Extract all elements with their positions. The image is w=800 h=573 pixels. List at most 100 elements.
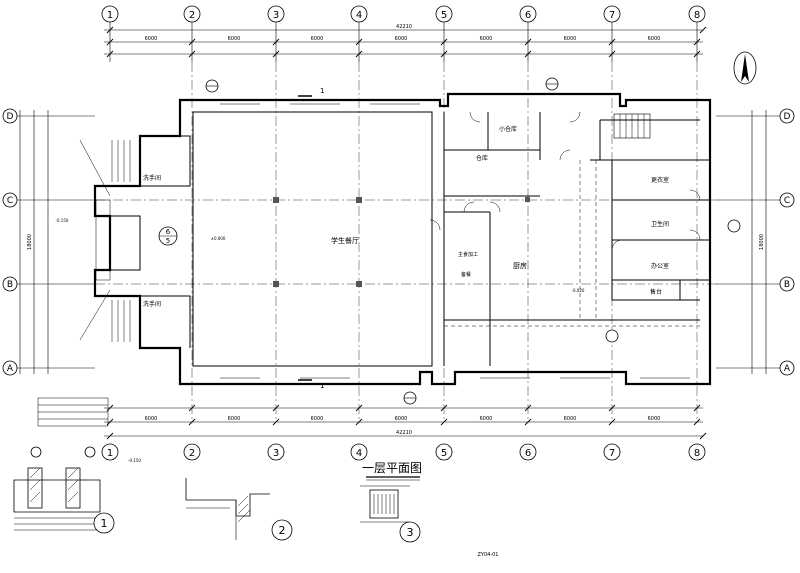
room-label-locker: 更衣室	[651, 176, 669, 184]
room-label-hall: 学生餐厅	[331, 236, 359, 245]
svg-text:2: 2	[189, 10, 195, 21]
room-label-wash-bottom: 洗手间	[143, 300, 161, 308]
section-cut-label-bottom: 1	[320, 382, 324, 390]
axis-bubble-right-A: A	[779, 360, 795, 376]
detail-1-index-bubble-a	[30, 446, 42, 458]
axis-bubble-bottom-1: 1	[101, 443, 119, 461]
room-label-counter: 售台	[650, 288, 662, 296]
axis-bubble-left-D: D	[2, 108, 18, 124]
section-markers: 1 1 6 5	[158, 77, 741, 405]
bay-dim-bottom-7: 6000	[648, 416, 661, 422]
drawing-title: 一层平面图	[362, 461, 422, 475]
right-axis-column: D C B A 18000	[716, 108, 795, 376]
svg-text:1: 1	[107, 448, 113, 459]
bay-dim-top-6: 6000	[564, 36, 577, 42]
svg-text:B: B	[7, 280, 13, 290]
room-label-toilet: 卫生间	[651, 220, 669, 228]
detail-2: 2	[185, 478, 293, 541]
stair-treads-left	[79, 139, 131, 342]
bay-dim-bottom-4: 6000	[395, 416, 408, 422]
svg-text:4: 4	[356, 448, 362, 459]
axis-bubble-top-5: 5	[435, 5, 453, 23]
index-marker-topleft	[205, 79, 219, 93]
detail-1-elevation: -0.150	[128, 458, 141, 463]
svg-text:5: 5	[441, 448, 447, 459]
svg-text:4: 4	[356, 10, 362, 21]
svg-text:8: 8	[694, 448, 700, 459]
detail-2-bubble: 2	[271, 519, 293, 541]
axis-bubble-top-3: 3	[267, 5, 285, 23]
left-axis-column: D C B A 18000	[2, 108, 95, 376]
index-marker-hall: 6 5	[158, 226, 178, 246]
room-label-prep-top: 主食加工	[458, 251, 478, 258]
svg-text:C: C	[7, 196, 13, 206]
svg-text:5: 5	[441, 10, 447, 21]
bottom-dimension-lines: 6000 6000 6000 6000 6000 6000 6000 42210	[104, 404, 707, 440]
level-marks: ±0.000 -0.150 -0.020	[56, 218, 585, 293]
axis-bubble-top-6: 6	[519, 5, 537, 23]
svg-text:2: 2	[279, 524, 286, 537]
svg-text:3: 3	[407, 526, 414, 539]
axis-bubble-bottom-5: 5	[435, 443, 453, 461]
room-label-prep-bottom: 备餐	[461, 271, 471, 278]
detail-1: 1 -0.150	[13, 397, 141, 534]
svg-text:3: 3	[273, 448, 279, 459]
svg-text:6: 6	[525, 10, 531, 21]
room-label-office: 办公室	[651, 262, 669, 270]
axis-bubble-top-2: 2	[183, 5, 201, 23]
axis-bubble-bottom-8: 8	[688, 443, 706, 461]
bay-dim-top-7: 6000	[648, 36, 661, 42]
axis-bubble-right-B: B	[779, 276, 795, 292]
axis-bubble-left-B: B	[2, 276, 18, 292]
axis-bubble-right-C: C	[779, 192, 795, 208]
axis-bubble-left-A: A	[2, 360, 18, 376]
detail-1-bubble: 1	[93, 512, 115, 534]
bay-dim-top-2: 6000	[228, 36, 241, 42]
section-cut-label-top: 1	[320, 87, 324, 95]
axis-bubble-bottom-7: 7	[603, 443, 621, 461]
room-label-wash-top: 洗手间	[143, 174, 161, 182]
detail-3-bubble: 3	[399, 521, 421, 543]
axis-bubble-top-4: 4	[350, 5, 368, 23]
window-openings	[220, 103, 690, 379]
bay-dim-bottom-3: 6000	[311, 416, 324, 422]
svg-text:D: D	[784, 112, 791, 122]
index-marker-bottom	[403, 391, 417, 405]
structural-columns	[273, 197, 530, 287]
index-marker-right	[727, 219, 741, 233]
svg-text:2: 2	[189, 448, 195, 459]
axis-bubble-left-C: C	[2, 192, 18, 208]
room-labels: 学生餐厅 厨房 洗手间 洗手间 小仓库 仓库 更衣室 卫生间 办公室 售台 主食…	[143, 125, 669, 308]
axis-bubble-right-D: D	[779, 108, 795, 124]
drawing-title-block: 一层平面图 ZY04-01	[362, 461, 499, 558]
room-label-kitchen: 厨房	[513, 261, 527, 270]
top-dimension-lines: 42210 6000 6000 6000 6000 6000 6000 6000	[104, 22, 707, 62]
overall-dim-top: 42210	[396, 24, 412, 30]
north-arrow-icon	[733, 51, 757, 85]
svg-text:3: 3	[273, 10, 279, 21]
building-walls	[93, 92, 712, 386]
svg-text:5: 5	[166, 237, 170, 245]
left-overall-dim: 18000	[27, 234, 33, 250]
svg-text:C: C	[784, 196, 790, 206]
svg-text:A: A	[7, 364, 14, 374]
level-hall: ±0.000	[211, 236, 226, 241]
axis-bubble-bottom-6: 6	[519, 443, 537, 461]
axis-bubble-bottom-2: 2	[183, 443, 201, 461]
axis-bubble-top-7: 7	[603, 5, 621, 23]
axis-bubble-top-1: 1	[101, 5, 119, 23]
svg-text:6: 6	[525, 448, 531, 459]
svg-text:8: 8	[694, 10, 700, 21]
bay-dim-bottom-1: 6000	[145, 416, 158, 422]
svg-text:7: 7	[609, 448, 615, 459]
bay-dim-top-1: 6000	[145, 36, 158, 42]
bay-dim-top-4: 6000	[395, 36, 408, 42]
svg-text:B: B	[784, 280, 790, 290]
bay-dim-top-5: 6000	[480, 36, 493, 42]
drawing-number: ZY04-01	[477, 552, 498, 558]
grid-lines	[95, 62, 720, 420]
door-swings	[429, 111, 701, 251]
index-marker-top	[545, 77, 559, 91]
level-entry: -0.150	[56, 218, 69, 223]
